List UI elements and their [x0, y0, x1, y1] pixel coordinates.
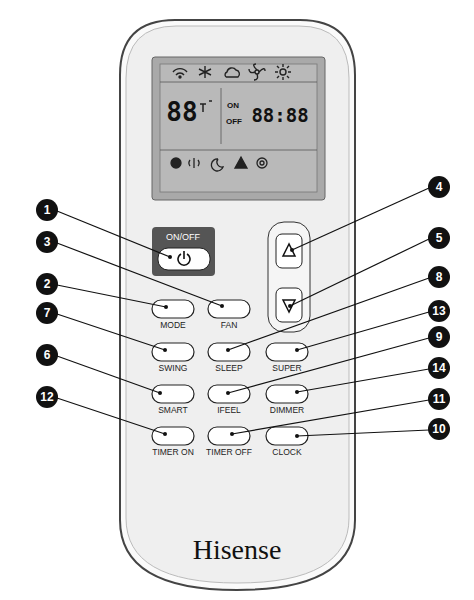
lcd-off: OFF [226, 118, 242, 126]
button-label: IFEEL [217, 406, 241, 415]
button-label: ON/OFF [166, 233, 200, 242]
button-label: SMART [158, 406, 188, 415]
callout-number: 14 [432, 362, 445, 374]
button-label: DIMMER [270, 406, 304, 415]
button-label: SWING [159, 364, 188, 373]
button-label: SUPER [272, 364, 301, 373]
button-label: CLOCK [272, 448, 301, 457]
callout-number: 11 [433, 393, 446, 405]
callout-number: 10 [432, 423, 445, 435]
callout-number: 7 [44, 307, 51, 319]
callout-number: 6 [44, 349, 51, 361]
callout-number: 3 [44, 236, 51, 248]
button-label: TIMER OFF [206, 448, 252, 457]
callout-number: 8 [436, 271, 443, 283]
lcd-digits: 88 [166, 99, 197, 125]
callout-number: 9 [436, 331, 443, 343]
callout-number: 2 [44, 278, 51, 290]
button-label: MODE [160, 321, 186, 330]
callout-number: 4 [436, 181, 443, 193]
callout-number: 12 [40, 391, 53, 403]
button-label: SLEEP [215, 364, 242, 373]
button-label: FAN [221, 321, 238, 330]
brand-name: Hisense [193, 536, 282, 564]
callout-number: 1 [44, 204, 51, 216]
lcd-on: ON [227, 102, 239, 110]
button-label: TIMER ON [152, 448, 194, 457]
lcd-clock: 88:88 [251, 106, 308, 125]
callout-number: 5 [436, 232, 443, 244]
callout-number: 13 [432, 305, 445, 317]
